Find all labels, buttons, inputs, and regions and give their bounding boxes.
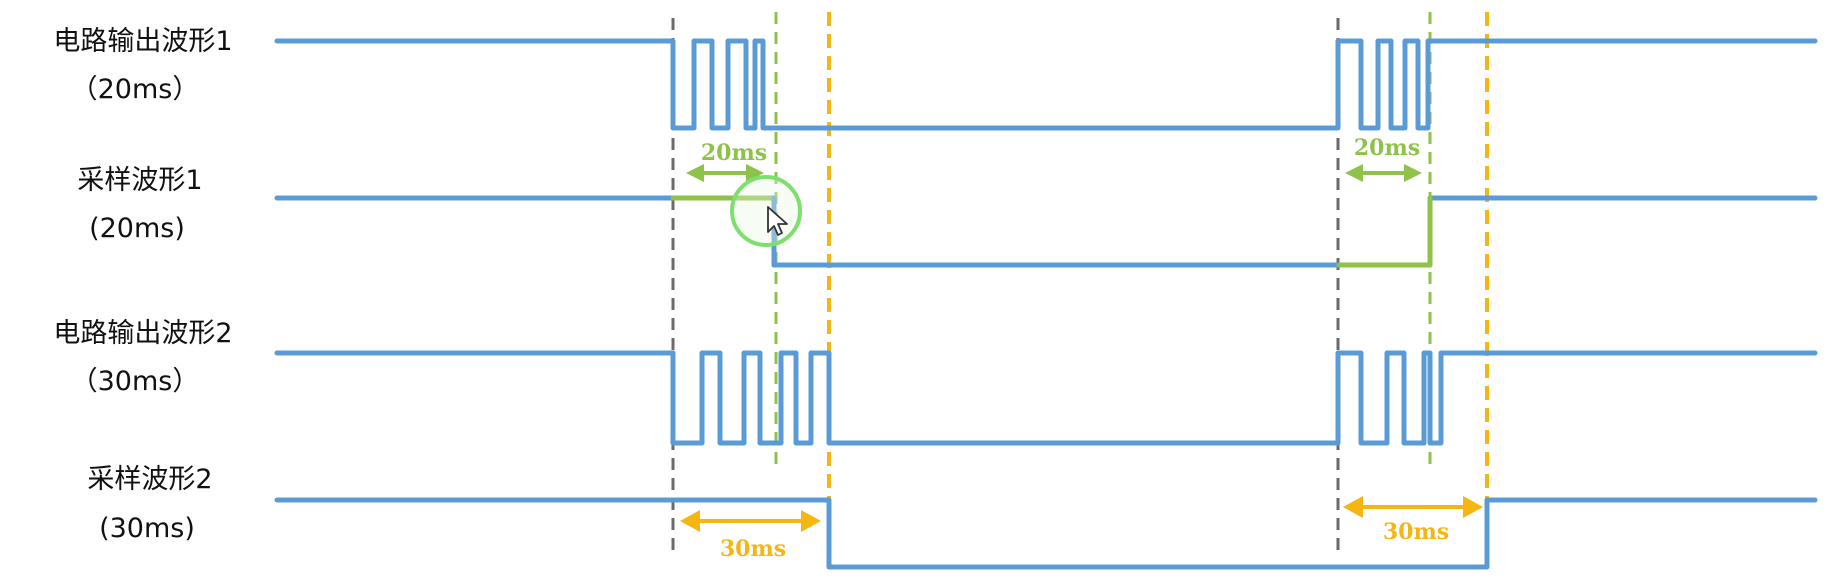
sampling-waveform-1 bbox=[274, 195, 1818, 268]
label-circuit-output-1-period: （20ms） bbox=[70, 74, 200, 105]
label-circuit-output-2-period: （30ms） bbox=[70, 366, 200, 397]
waveforms bbox=[274, 38, 1818, 570]
measurement-label-30ms-right: 30ms bbox=[1382, 519, 1450, 545]
measurement-label-20ms-left: 20ms bbox=[700, 140, 768, 166]
vertical-guides bbox=[671, 12, 1489, 562]
label-sampling-2: 采样波形2 bbox=[87, 464, 213, 495]
label-circuit-output-1: 电路输出波形1 bbox=[53, 26, 233, 57]
circuit-output-waveform-2 bbox=[274, 350, 1818, 446]
measurement-arrow-30ms-left bbox=[680, 510, 821, 532]
measurement-arrows bbox=[680, 164, 1483, 532]
circuit-output-waveform-1 bbox=[274, 38, 1818, 131]
cursor-highlight bbox=[730, 175, 802, 247]
label-sampling-1: 采样波形1 bbox=[77, 165, 203, 196]
sampling-waveform-1-highlight-low-and-edge bbox=[1336, 195, 1433, 268]
green-highlight-circle bbox=[730, 175, 802, 247]
measurement-arrow-20ms-right bbox=[1345, 164, 1422, 182]
measurement-label-30ms-left: 30ms bbox=[719, 536, 787, 562]
label-sampling-1-period: (20ms) bbox=[89, 213, 185, 244]
measurement-arrow-30ms-right bbox=[1343, 496, 1483, 518]
mouse-pointer-icon bbox=[767, 206, 788, 236]
measurement-label-20ms-right: 20ms bbox=[1353, 135, 1421, 161]
label-circuit-output-2: 电路输出波形2 bbox=[53, 318, 233, 349]
measurement-arrow-20ms-left bbox=[686, 164, 764, 182]
sampling-waveform-2 bbox=[274, 497, 1818, 570]
label-sampling-2-period: (30ms) bbox=[99, 513, 195, 544]
